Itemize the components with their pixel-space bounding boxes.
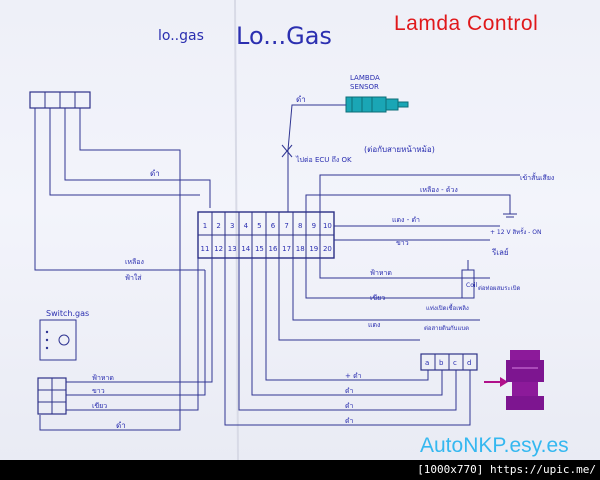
- connector-label-d: d: [467, 359, 471, 367]
- wire-bottom-4: [224, 258, 471, 426]
- wire-label-tan-left: ฟ้าใส่: [125, 273, 142, 282]
- overlay-website: AutoNKP.esy.es: [420, 434, 569, 457]
- sensor-wire: [287, 104, 346, 200]
- sensor-label-line1: LAMBDA: [350, 74, 380, 82]
- lambda-sensor-icon: [345, 96, 409, 113]
- pin-number-top: 7: [284, 222, 288, 230]
- wire-bottom-2: [251, 258, 443, 396]
- wire-label-p-black4: ดำ: [345, 417, 354, 425]
- lower-left-connector: [37, 377, 67, 415]
- pin-number-bottom: 18: [296, 245, 305, 253]
- wire-label-ecu: ไปต่อ ECU ถึง OK: [295, 155, 352, 164]
- connector-label-c: c: [453, 359, 457, 367]
- wire-right-2: [305, 194, 511, 212]
- wire-label-p-black: + ดำ: [345, 372, 362, 380]
- wire-label-red-right: แดง - ดำ: [392, 216, 420, 224]
- footer-caption: [1000x770] https://upic.me/: [417, 463, 596, 476]
- wire-label-vacuum: ต่อท่อผสมระเบิด: [478, 285, 520, 292]
- wire-label-yellow-mid: เขียว: [370, 294, 385, 302]
- wire-label-open-close: แท่งเปิดเชื้อเพลิง: [426, 302, 469, 312]
- pin-number-top: 2: [216, 222, 220, 230]
- wire-label-ground-line: ต่อสายดินกับแบต: [424, 325, 469, 332]
- pin-number-bottom: 19: [309, 245, 318, 253]
- wire-label-red-mid: แดง: [368, 321, 380, 329]
- switch-label: Switch.gas: [46, 309, 89, 318]
- connector-label-b: b: [439, 359, 444, 367]
- wire-label-black-right: เข้าสั้นเสียง: [520, 171, 554, 182]
- pin-number-bottom: 15: [255, 245, 264, 253]
- wire-label-white-bottom: ขาว: [92, 387, 105, 395]
- pin-number-bottom: 12: [214, 245, 223, 253]
- wire-label-coil: Coil: [466, 282, 478, 289]
- wire-label-yellow-right: เหลือง - ด้วง: [420, 186, 458, 194]
- wire-left-4: [79, 108, 181, 280]
- wiring-diagram-paper: lo..gas Lo...Gas LAMBDA SENSOR ดำ: [0, 0, 600, 460]
- wire-left-2: [49, 108, 200, 196]
- pin-number-top: 10: [323, 222, 332, 230]
- pin-number-top: 5: [257, 222, 261, 230]
- wire-right-7: [292, 258, 480, 321]
- switch-gas-icon: [39, 319, 77, 361]
- wire-label-green-bottom: เขียว: [92, 402, 107, 410]
- heading-right: Lo...Gas: [236, 22, 332, 50]
- wire-right-6: [305, 258, 470, 299]
- wire-lower-left-2: [66, 270, 206, 396]
- wire-lower-left-1: [66, 258, 213, 383]
- wire-bottom-1: [265, 258, 429, 381]
- pin-number-bottom: 16: [269, 245, 278, 253]
- sensor-label-line2: SENSOR: [350, 83, 379, 91]
- right-connector: [420, 353, 478, 371]
- arrow-right-icon: [484, 377, 508, 387]
- wire-right-8: [278, 258, 420, 341]
- wire-label-p-black3: ดำ: [345, 402, 354, 410]
- wire-label-black-bottom: ดำ: [116, 421, 126, 430]
- pin-number-top: 9: [312, 222, 316, 230]
- wire-label-p-black2: ดำ: [345, 387, 354, 395]
- image-footer: [1000x770] https://upic.me/: [0, 460, 600, 480]
- cut-mark-icon: [281, 144, 293, 158]
- wire-label-relay: รีเลย์: [491, 247, 508, 257]
- pin-number-bottom: 11: [201, 245, 210, 253]
- pin-number-bottom: 13: [228, 245, 237, 253]
- coil-icon: [461, 260, 475, 299]
- wire-label-yellow-left: เหลือง: [125, 258, 144, 266]
- pin-number-bottom: 14: [241, 245, 250, 253]
- wire-left-3: [64, 108, 211, 208]
- wire-label-green-right: ขาว: [396, 239, 409, 247]
- pin-number-top: 8: [298, 222, 302, 230]
- wire-bottom-3: [238, 258, 457, 411]
- gas-valve-device-icon: [506, 350, 544, 410]
- wire-label-black-top: ดำ: [150, 169, 160, 178]
- wire-label-blue-bottom: ฟ้าหาด: [92, 374, 114, 382]
- pin-number-top: 3: [230, 222, 234, 230]
- connector-label-a: a: [425, 359, 429, 367]
- paper-fold: [234, 0, 239, 460]
- overlay-title: Lamda Control: [394, 12, 539, 35]
- pin-number-top: 4: [244, 222, 249, 230]
- wire-left-1: [34, 108, 205, 271]
- terminal-pin-numbers-bottom: 11 12 13 14 15 16 17 18 19 20: [201, 245, 332, 253]
- wiring-diagram: lo..gas Lo...Gas LAMBDA SENSOR ดำ: [29, 0, 554, 460]
- top-left-connector: [29, 91, 91, 109]
- wire-right-5: [319, 258, 490, 279]
- pin-number-bottom: 20: [323, 245, 332, 253]
- wire-label-sensor: ดำ: [296, 95, 306, 104]
- heading-left: lo..gas: [158, 28, 204, 44]
- wire-label-blue-mid: ฟ้าหาด: [370, 269, 392, 277]
- wire-lower-left-3: [66, 258, 199, 411]
- pin-number-top: 1: [203, 222, 207, 230]
- wire-label-note: (ต่อกับสายหน้าหม้อ): [364, 145, 435, 154]
- pin-number-bottom: 17: [282, 245, 291, 253]
- wire-right-1: [319, 174, 520, 212]
- wire-lower-left-4: [39, 280, 181, 431]
- pin-number-top: 6: [271, 222, 276, 230]
- wire-label-plus12: + 12 V สิทรั้ง - ON: [490, 226, 541, 236]
- ground-icon: [503, 210, 517, 218]
